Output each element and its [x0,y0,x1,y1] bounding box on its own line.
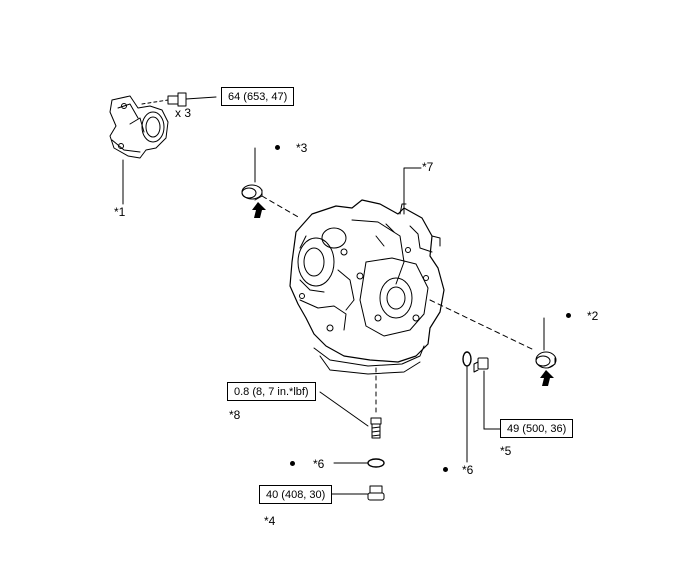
torque-box-drain-screw: 0.8 (8, 7 in.*lbf) [227,382,316,401]
leader-7 [403,167,422,215]
axis-line-right [429,299,535,351]
gasket-bottom-drawing [333,458,385,468]
bullet-3 [275,145,280,150]
callout-3: *3 [296,141,308,155]
mount-bracket-drawing [109,95,169,205]
callout-4: *4 [264,514,276,528]
plug-5-drawing [473,357,501,430]
oil-seal-right-drawing [535,317,557,369]
bolt-quantity-label: x 3 [175,106,192,120]
callout-1: *1 [114,205,126,219]
callout-2: *2 [587,309,599,323]
bullet-2 [566,313,571,318]
callout-6-right: *6 [462,463,474,477]
torque-box-plug-5: 49 (500, 36) [500,419,574,438]
callout-5: *5 [500,444,512,458]
callout-7: *7 [422,160,434,174]
insert-arrow-left [252,202,266,218]
callout-8: *8 [229,408,241,422]
torque-box-plug-4: 40 (408, 30) [259,485,333,504]
torque-box-mount-bolt: 64 (653, 47) [221,87,295,106]
bullet-6-bottom [290,461,295,466]
plug-4-drawing [327,485,385,501]
callout-6-bottom: *6 [313,457,325,471]
bullet-6-right [443,467,448,472]
insert-arrow-right [540,370,554,386]
transaxle-case-drawing [289,199,445,375]
drain-screw-drawing [319,367,382,439]
bolt-drawing [141,92,217,107]
gasket-right-drawing [462,351,472,463]
oil-seal-left-drawing [241,147,301,219]
